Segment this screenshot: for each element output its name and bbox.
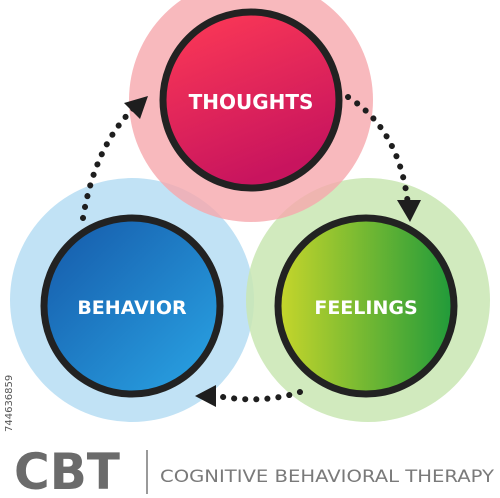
arrow-thoughts-to-feelings	[345, 94, 411, 208]
thoughts-circle	[159, 8, 343, 192]
behavior-circle	[40, 214, 224, 398]
behavior-label: BEHAVIOR	[77, 297, 187, 319]
cbt-subtitle: COGNITIVE BEHAVIORAL THERAPY	[160, 467, 495, 487]
stock-id: 744636859	[4, 375, 15, 432]
feelings-circle	[274, 214, 458, 398]
arrow-feelings-to-behavior	[209, 389, 303, 403]
arrow-behavior-to-thoughts	[80, 104, 138, 221]
feelings-label: FEELINGS	[314, 297, 417, 319]
arrow-head-feelings	[397, 200, 421, 222]
arrow-head-behavior	[195, 385, 216, 407]
footer-divider	[146, 450, 148, 494]
cbt-title: CBT	[14, 443, 120, 498]
thoughts-label: THOUGHTS	[189, 90, 314, 114]
arrow-head-thoughts	[124, 96, 148, 119]
